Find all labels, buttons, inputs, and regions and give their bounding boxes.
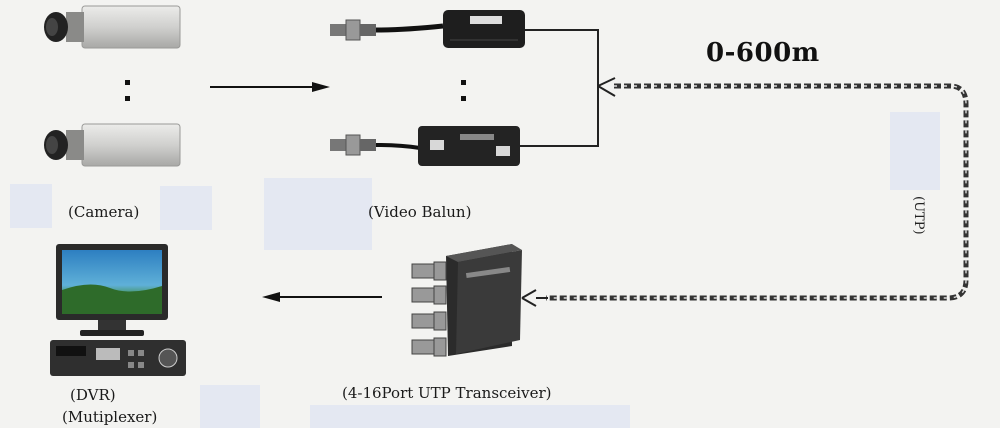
twisted-pair-cable <box>546 83 969 301</box>
camera-icon <box>44 5 181 49</box>
balun-wires <box>520 29 616 147</box>
bg-patch <box>890 112 940 190</box>
bg-patch <box>10 184 52 228</box>
video-balun-icon <box>330 10 525 48</box>
bg-patch <box>310 405 630 428</box>
utp-label: (UTP) <box>911 196 926 235</box>
video-balun-icon <box>330 126 520 166</box>
camera-label: (Camera) <box>68 203 140 221</box>
distance-label: 0-600m <box>706 38 820 68</box>
bg-patch <box>264 178 372 250</box>
video-balun-label: (Video Balun) <box>368 203 472 221</box>
utp-transceiver-icon <box>411 244 548 357</box>
bg-patch <box>160 186 212 230</box>
camera-icon <box>44 123 181 167</box>
arrow-left-icon <box>262 292 382 302</box>
monitor-icon <box>56 244 168 336</box>
arrow-right-icon <box>210 82 330 92</box>
transceiver-label: (4-16Port UTP Transceiver) <box>342 384 552 402</box>
bg-patch <box>200 385 260 428</box>
dvr-label: (DVR) <box>70 386 116 404</box>
dvr-icon <box>50 340 186 376</box>
ellipsis-marker <box>125 80 466 101</box>
multiplexer-label: (Mutiplexer) <box>62 408 158 426</box>
